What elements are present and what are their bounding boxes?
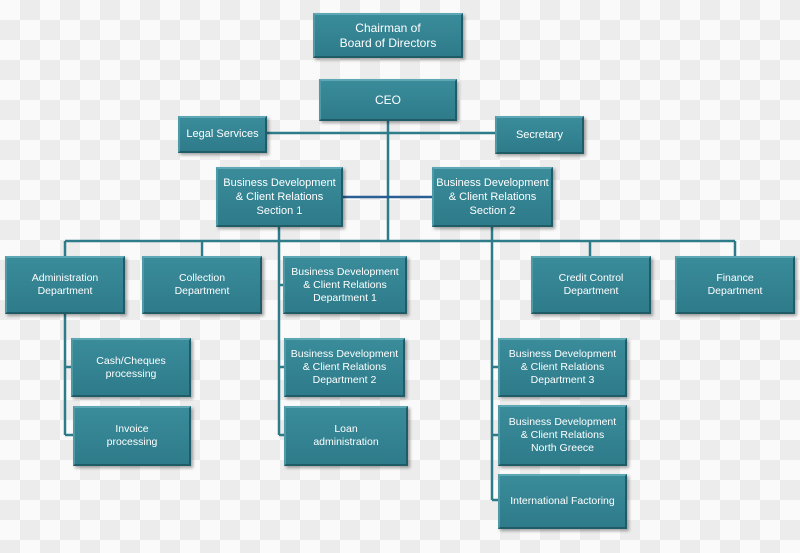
node-cash-cheques-processing[interactable]: Cash/Cheques processing — [71, 338, 191, 397]
node-administration-department[interactable]: Administration Department — [5, 256, 125, 314]
node-bd-section-2[interactable]: Business Development & Client Relations … — [432, 167, 553, 227]
node-invoice-processing[interactable]: Invoice processing — [73, 406, 191, 466]
node-bd-section-1[interactable]: Business Development & Client Relations … — [216, 167, 343, 227]
node-collection-department[interactable]: Collection Department — [142, 256, 262, 314]
node-bd-department-3[interactable]: Business Development & Client Relations … — [498, 338, 627, 397]
node-legal-services[interactable]: Legal Services — [178, 116, 267, 153]
node-bd-department-1[interactable]: Business Development & Client Relations … — [283, 256, 407, 314]
node-ceo[interactable]: CEO — [319, 79, 457, 121]
node-loan-administration[interactable]: Loan administration — [284, 406, 408, 466]
node-finance-department[interactable]: Finance Department — [675, 256, 795, 314]
node-credit-control-department[interactable]: Credit Control Department — [531, 256, 651, 314]
node-bd-department-2[interactable]: Business Development & Client Relations … — [284, 338, 405, 397]
node-secretary[interactable]: Secretary — [495, 116, 584, 154]
node-bd-north-greece[interactable]: Business Development & Client Relations … — [498, 405, 627, 466]
node-chairman[interactable]: Chairman of Board of Directors — [313, 13, 463, 58]
node-international-factoring[interactable]: International Factoring — [498, 474, 627, 529]
